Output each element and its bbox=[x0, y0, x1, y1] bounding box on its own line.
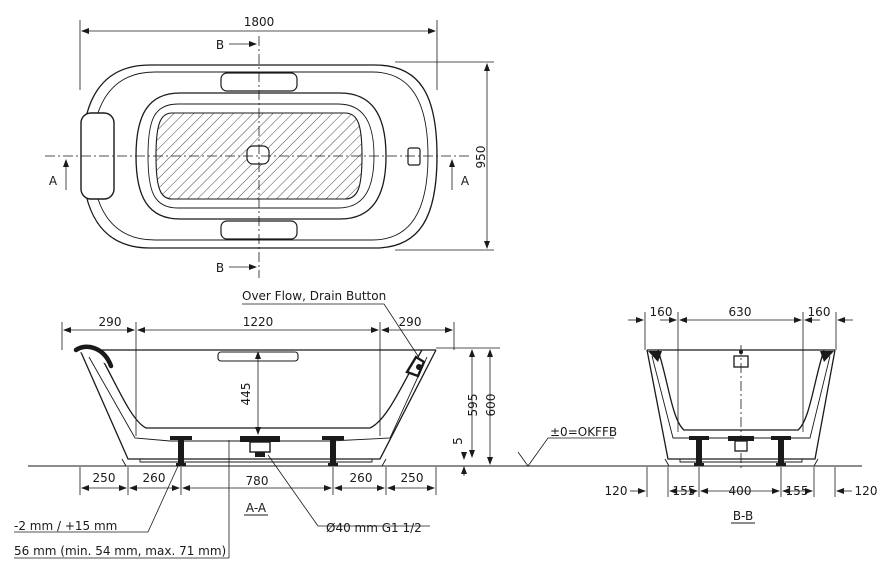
tub-basin bbox=[135, 92, 387, 220]
overall-width-label: 950 bbox=[474, 146, 488, 169]
inner-length-dim: 1220 bbox=[243, 315, 274, 329]
foot-height-label: 56 mm (min. 54 mm, max. 71 mm) bbox=[14, 544, 226, 558]
height-600-label: 600 bbox=[484, 394, 498, 417]
foot-left bbox=[170, 436, 192, 466]
leg-adjust-label: -2 mm / +15 mm bbox=[14, 519, 117, 533]
overall-width-dimension: 950 bbox=[395, 61, 494, 251]
section-marker-b-top: B bbox=[216, 38, 257, 52]
inner-depth-dimension: 445 bbox=[239, 351, 261, 435]
floor-level-label: ±0=OKFFB bbox=[550, 425, 617, 439]
rim-dimensions-a: 290 1220 290 bbox=[61, 315, 455, 436]
base-plinth-b bbox=[664, 458, 819, 467]
inner-depth-label: 445 bbox=[239, 383, 253, 406]
drain-flange bbox=[240, 436, 280, 442]
bottom-dim-b-1: 155 bbox=[673, 484, 696, 498]
section-a-label: A-A bbox=[246, 501, 267, 515]
foot-spacing-0: 250 bbox=[93, 471, 116, 485]
headrest-section-a bbox=[73, 344, 114, 369]
tub-shell-outer-b bbox=[646, 349, 836, 460]
overflow-leader bbox=[242, 303, 419, 357]
foot-spacing-3: 260 bbox=[350, 471, 373, 485]
section-b-top-label: B bbox=[216, 38, 224, 52]
overflow-label: Over Flow, Drain Button bbox=[242, 289, 386, 303]
section-b-label: B-B bbox=[733, 509, 753, 523]
foot-left-b bbox=[689, 436, 709, 466]
section-a-left-label: A bbox=[49, 174, 58, 188]
section-marker-a-left: A bbox=[49, 159, 69, 190]
top-view: 1800 950 A bbox=[45, 15, 494, 278]
section-b-view: 160 630 160 ±0=OKFFB 120 155 400 155 120 bbox=[517, 305, 878, 524]
tub-bottom-outline bbox=[147, 103, 375, 209]
floor-level-symbol bbox=[517, 437, 614, 467]
tub-shell-outer-a bbox=[79, 349, 437, 460]
section-a-right-label: A bbox=[461, 174, 470, 188]
drain-outlet bbox=[255, 452, 265, 457]
height-dimensions-a: 595 600 5 bbox=[436, 347, 500, 476]
left-rim-dim: 290 bbox=[99, 315, 122, 329]
base-plinth-a bbox=[121, 458, 387, 467]
bottom-dim-b-0: 120 bbox=[605, 484, 628, 498]
top-dim-b-1: 630 bbox=[729, 305, 752, 319]
overflow-device bbox=[405, 355, 426, 378]
foot-spacing-2: 780 bbox=[246, 474, 269, 488]
bottom-dimensions-b: 120 155 400 155 120 bbox=[605, 467, 878, 498]
bottom-dim-b-2: 400 bbox=[729, 484, 752, 498]
drain-body-b bbox=[734, 440, 748, 452]
drain-flange-b bbox=[728, 436, 754, 441]
drain-leader bbox=[267, 454, 319, 527]
height-595-label: 595 bbox=[466, 394, 480, 417]
overflow-knob bbox=[416, 364, 422, 370]
right-rim-dim: 290 bbox=[399, 315, 422, 329]
bottom-dim-b-4: 120 bbox=[855, 484, 878, 498]
drain-label: Ø40 mm G1 1/2 bbox=[326, 521, 422, 535]
top-dim-b-2: 160 bbox=[808, 305, 831, 319]
foot-spacing-4: 250 bbox=[401, 471, 424, 485]
drain-body bbox=[249, 441, 271, 453]
tub-basin-wall-a bbox=[96, 349, 423, 429]
section-a-view: 290 1220 290 Over Flow, Drain Button 445… bbox=[14, 289, 862, 559]
foot-spacing-1: 260 bbox=[143, 471, 166, 485]
foot-spacing-dimensions: 250 260 780 260 250 bbox=[79, 467, 437, 495]
section-marker-a-right: A bbox=[449, 159, 470, 190]
handle-left-b bbox=[648, 351, 662, 362]
leg-adjust-leader bbox=[147, 465, 179, 533]
overall-length-dimension: 1800 bbox=[79, 15, 438, 90]
top-dimensions-b: 160 630 160 bbox=[628, 305, 853, 432]
top-dim-b-0: 160 bbox=[650, 305, 673, 319]
tub-outer-rim bbox=[81, 64, 438, 249]
section-marker-b-bottom: B bbox=[216, 261, 257, 275]
clearance-label: 5 bbox=[451, 437, 465, 445]
drain-icon bbox=[246, 145, 270, 165]
overall-length-label: 1800 bbox=[244, 15, 275, 29]
foot-right-b bbox=[771, 436, 791, 466]
handle-right-b bbox=[820, 351, 834, 362]
bottom-dim-b-3: 155 bbox=[786, 484, 809, 498]
section-b-bottom-label: B bbox=[216, 261, 224, 275]
overflow-button-icon bbox=[407, 147, 421, 166]
foot-right bbox=[322, 436, 344, 466]
